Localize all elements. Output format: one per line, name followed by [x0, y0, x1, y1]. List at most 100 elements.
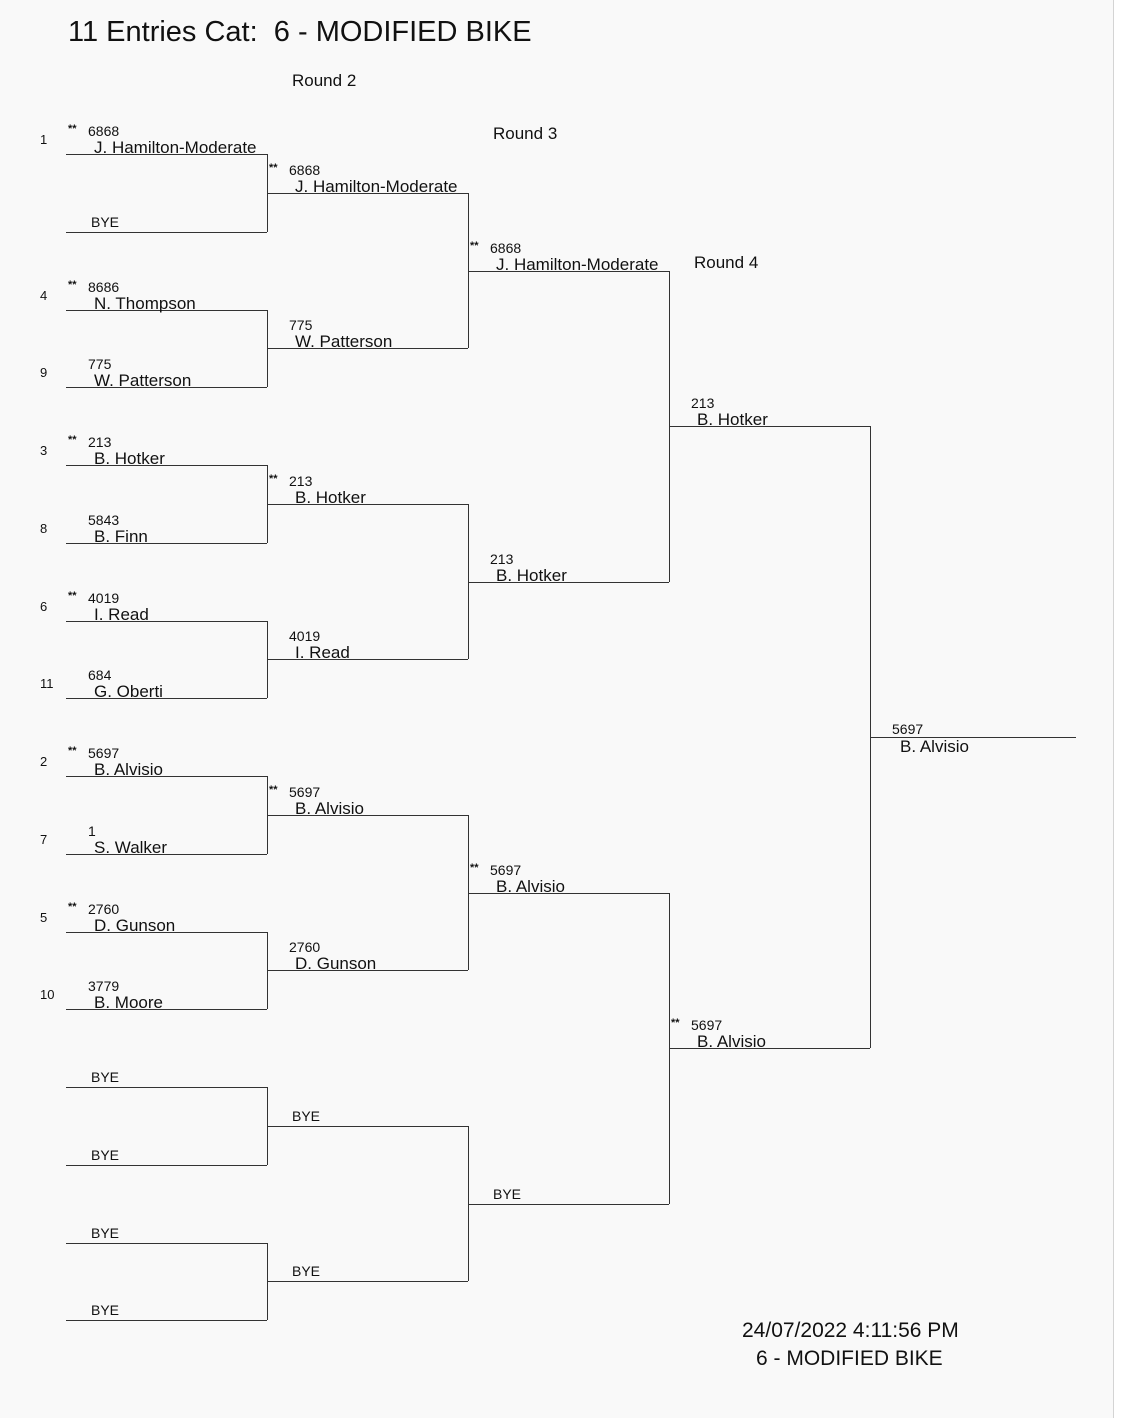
- slot-line: [267, 1281, 468, 1283]
- competitor-number: 3779: [88, 978, 120, 995]
- competitor-number: 8686: [88, 278, 120, 295]
- top-seed-marker: **: [68, 745, 77, 757]
- slot-line: [66, 931, 267, 933]
- competitor-name: B. Alvisio: [496, 876, 565, 896]
- competitor-name: B. Alvisio: [295, 798, 364, 818]
- bye-slot: BYE: [91, 1224, 120, 1241]
- competitor-name: D. Gunson: [295, 954, 377, 974]
- competitor-number: 213: [289, 472, 313, 489]
- competitor-number: 4019: [88, 589, 120, 606]
- slot-line: [66, 776, 267, 777]
- competitor-number: 6868: [88, 123, 120, 139]
- category-name: 6 - MODIFIED BIKE: [273, 16, 532, 48]
- top-seed-marker: **: [269, 783, 278, 796]
- top-seed-marker: **: [68, 589, 77, 602]
- slot-line: [66, 698, 267, 700]
- slot-line: [267, 659, 468, 661]
- seed-number: 7: [40, 831, 48, 847]
- top-seed-marker: **: [68, 900, 77, 913]
- competitor-number: 5697: [691, 1017, 723, 1034]
- competitor-name: B. Hotker: [697, 410, 768, 430]
- seed-number: 11: [40, 676, 54, 692]
- competitor-number: 213: [691, 395, 715, 412]
- competitor-name: G. Oberti: [94, 682, 163, 702]
- slot-line: [267, 348, 468, 350]
- competitor-number: 6868: [289, 161, 321, 178]
- bye-slot: BYE: [493, 1185, 522, 1202]
- competitor-number: 213: [88, 434, 112, 450]
- seed-number: 8: [40, 520, 48, 536]
- slot-line: [267, 1125, 468, 1127]
- round-3-label: Round 3: [493, 124, 558, 143]
- bye-slot: BYE: [91, 1069, 120, 1085]
- competitor-number: 5697: [490, 861, 522, 878]
- top-seed-marker: **: [68, 278, 77, 291]
- competitor-number: 775: [289, 317, 313, 334]
- round-2-label: Round 2: [292, 71, 357, 90]
- slot-line: [66, 309, 267, 311]
- slot-line: [66, 1164, 267, 1166]
- slot-line: [267, 814, 468, 816]
- bye-slot: BYE: [91, 1146, 120, 1163]
- competitor-name: B. Hotker: [496, 565, 567, 585]
- competitor-number: 684: [88, 667, 112, 684]
- top-seed-marker: **: [470, 861, 479, 874]
- slot-line: [267, 970, 468, 972]
- competitor-name: I. Read: [295, 643, 350, 663]
- competitor-name: S. Walker: [94, 837, 168, 857]
- competitor-name: B. Hotker: [295, 487, 366, 507]
- seed-number: 9: [40, 365, 48, 381]
- slot-line: [267, 503, 468, 505]
- round-4-label: Round 4: [694, 253, 759, 272]
- competitor-number: 213: [490, 550, 514, 567]
- seed-number: 3: [40, 443, 48, 458]
- competitor-name: B. Moore: [94, 993, 163, 1013]
- slot-line: [66, 1242, 267, 1244]
- bye-slot: BYE: [91, 1302, 120, 1319]
- seed-number: 10: [40, 987, 55, 1003]
- competitor-name: W. Patterson: [295, 332, 393, 352]
- bye-slot: BYE: [91, 213, 120, 230]
- slot-line: [66, 1087, 267, 1088]
- winner-name: B. Alvisio: [900, 737, 969, 757]
- competitor-number: 5697: [88, 745, 120, 761]
- top-seed-marker: **: [269, 472, 278, 485]
- slot-line: [468, 270, 669, 272]
- slot-line: [66, 620, 267, 622]
- slot-line: [66, 154, 267, 155]
- competitor-name: W. Patterson: [94, 371, 192, 391]
- sheet-title: 11 Entries Cat: 6 - MODIFIED BIKE: [68, 14, 532, 50]
- top-seed-marker: **: [68, 123, 77, 135]
- bye-slot: BYE: [292, 1263, 321, 1280]
- competitor-number: 5843: [88, 511, 120, 528]
- slot-line: [66, 542, 267, 544]
- competitor-number: 6868: [490, 239, 522, 256]
- bye-slot: BYE: [292, 1107, 321, 1124]
- slot-line: [267, 192, 468, 194]
- competitor-name: B. Finn: [94, 526, 148, 546]
- competitor-number: 5697: [289, 783, 321, 800]
- slot-line: [468, 892, 669, 894]
- seed-number: 5: [40, 909, 48, 925]
- competitor-name: J. Hamilton-Moderate: [496, 254, 659, 274]
- slot-line: [66, 231, 267, 233]
- slot-line: [66, 1009, 267, 1011]
- competitor-number: 2760: [88, 900, 120, 917]
- winner-line: [870, 737, 1076, 739]
- top-seed-marker: **: [470, 239, 479, 252]
- footer-timestamp: 24/07/2022 4:11:56 PM: [742, 1319, 959, 1342]
- competitor-name: B. Alvisio: [697, 1032, 766, 1052]
- top-seed-marker: **: [671, 1017, 680, 1030]
- top-seed-marker: **: [68, 434, 77, 446]
- slot-line: [468, 1203, 669, 1205]
- competitor-name: N. Thompson: [94, 293, 196, 313]
- competitor-name: B. Hotker: [94, 449, 165, 468]
- entries-count: 11 Entries: [68, 16, 197, 48]
- competitor-name: D. Gunson: [94, 915, 176, 935]
- seed-number: 4: [40, 287, 48, 303]
- slot-line: [669, 1048, 870, 1050]
- slot-line: [66, 387, 267, 389]
- competitor-name: B. Alvisio: [94, 760, 163, 779]
- slot-line: [66, 1320, 267, 1322]
